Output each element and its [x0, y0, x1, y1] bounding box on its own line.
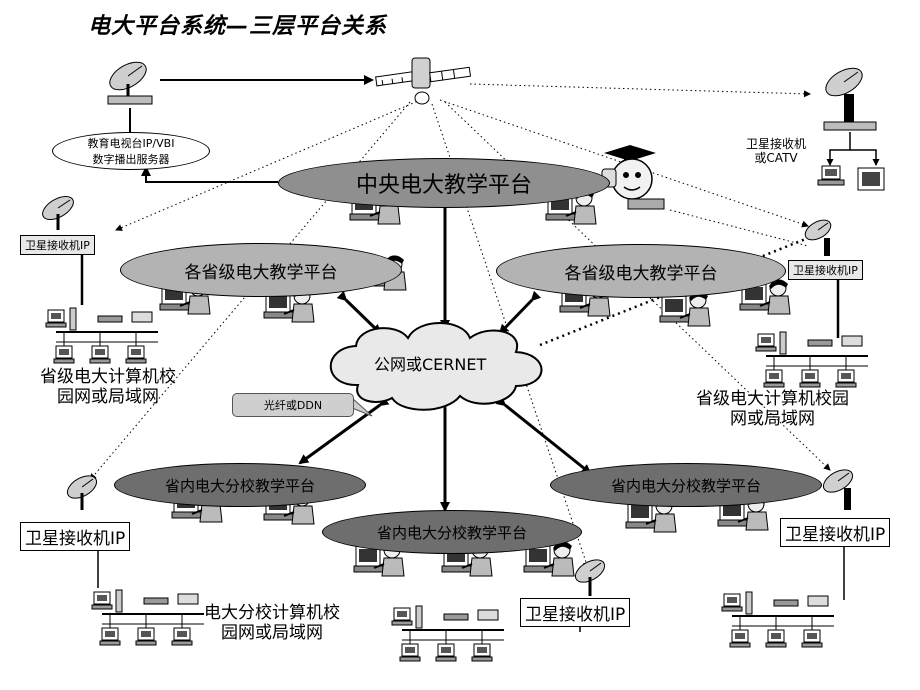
uplink-dish-icon — [107, 61, 153, 105]
server-label-line1: 教育电视台IP/VBI — [87, 137, 175, 150]
catv-desktop-line — [826, 132, 851, 166]
network-links — [298, 198, 592, 512]
desktop-computer-icon — [817, 165, 845, 186]
network-cloud-label: 公网或CERNET — [374, 355, 487, 374]
link-note-label: 光纤或DDN — [263, 399, 323, 412]
branch-lan-mid-cluster — [391, 605, 504, 662]
provincial-lan-right-cluster — [755, 331, 868, 388]
branch-platform-oval-left: 省内电大分校教学平台 — [114, 463, 366, 507]
right-provincial-dish-icon — [804, 219, 832, 256]
graduate-mascot-icon — [601, 145, 665, 210]
receiver-ip-box-branch-left: 卫星接收机IP — [20, 522, 131, 551]
provincial-lan-label-left: 省级电大计算机校 园网或局域网 — [40, 367, 176, 407]
left-branch-dish-icon — [66, 475, 98, 510]
branch-lan-left-cluster — [91, 589, 204, 646]
provincial-lan-label-right: 省级电大计算机校园 网或局域网 — [696, 389, 849, 429]
receiver-ip-box-branch-mid: 卫星接收机IP — [520, 598, 631, 627]
branch-lan-label: 电大分校计算机校 园网或局域网 — [204, 603, 340, 643]
central-platform-label: 中央电大教学平台 — [355, 173, 532, 198]
user-at-computer-icon — [625, 497, 677, 533]
branch-platform-label-left: 省内电大分校教学平台 — [164, 476, 315, 495]
provincial-lan-right-line2: 网或局域网 — [730, 408, 815, 429]
link-note-callout: 光纤或DDN — [232, 393, 354, 417]
receiver-ip-box-right: 卫星接收机IP — [788, 260, 863, 280]
branch-platform-oval-right: 省内电大分校教学平台 — [550, 463, 822, 507]
receiver-catv-label: 卫星接收机 或CATV — [746, 137, 807, 166]
provincial-platform-oval-left: 各省级电大教学平台 — [120, 243, 402, 297]
mid-branch-dish-icon — [574, 559, 606, 596]
satellite-icon — [375, 57, 472, 105]
provincial-lan-left-cluster — [45, 307, 158, 364]
left-provincial-dish-icon — [42, 195, 74, 230]
branch-platform-oval-mid: 省内电大分校教学平台 — [322, 510, 582, 554]
catv-dish-icon — [823, 67, 877, 131]
branch-lan-line2: 园网或局域网 — [221, 622, 323, 643]
branch-platform-label-mid: 省内电大分校教学平台 — [376, 523, 527, 542]
network-cloud — [329, 322, 543, 411]
server-label-line2: 数字播出服务器 — [92, 153, 170, 166]
user-at-computer-icon — [659, 291, 711, 327]
provincial-lan-left-line1: 省级电大计算机校 — [40, 367, 176, 387]
central-server-line — [141, 166, 278, 183]
receiver-ip-box-branch-right: 卫星接收机IP — [780, 518, 891, 547]
page-title: 电大平台系统—三层平台关系 — [88, 14, 388, 39]
central-platform-oval: 中央电大教学平台 — [278, 158, 610, 208]
set-top-box-icon — [857, 167, 885, 191]
catv-tv-line — [850, 149, 880, 166]
receiver-catv-line2: 或CATV — [754, 150, 798, 165]
branch-platform-label-right: 省内电大分校教学平台 — [610, 476, 761, 495]
provincial-platform-oval-right: 各省级电大教学平台 — [496, 244, 786, 298]
branch-lan-line1: 电大分校计算机校 — [204, 603, 340, 623]
branch-lan-right-cluster — [721, 591, 834, 648]
server-oval: 教育电视台IP/VBI 数字播出服务器 — [52, 132, 210, 170]
provincial-lan-right-line1: 省级电大计算机校园 — [696, 389, 849, 409]
provincial-lan-left-line2: 园网或局域网 — [57, 386, 159, 407]
right-receiver-dotted — [669, 209, 809, 247]
right-branch-dish-icon — [822, 469, 854, 510]
receiver-ip-box-left: 卫星接收机IP — [20, 235, 95, 255]
provincial-platform-label-left: 各省级电大教学平台 — [184, 262, 338, 283]
receiver-catv-line1: 卫星接收机 — [746, 137, 807, 151]
provincial-platform-label-right: 各省级电大教学平台 — [564, 263, 718, 284]
